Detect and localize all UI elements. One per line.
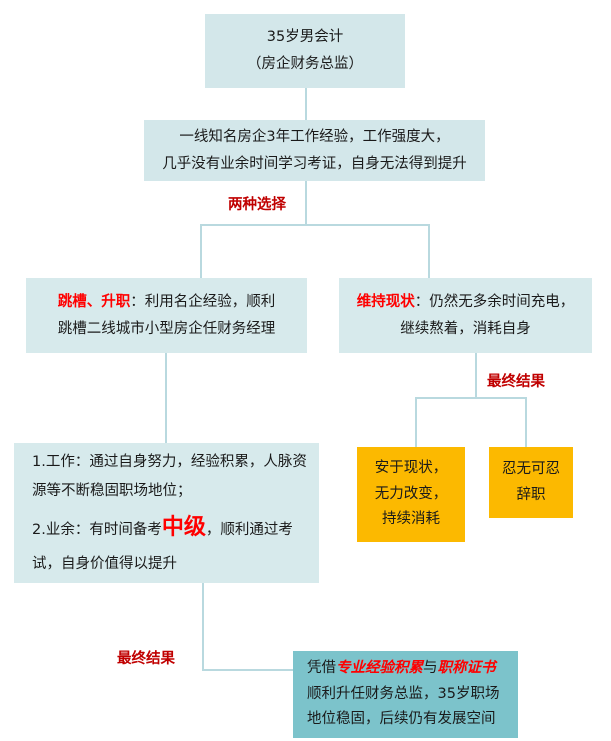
situation-line-2: 几乎没有业余时间学习考证，自身无法得到提升 (162, 155, 467, 172)
situation-box: 一线知名房企3年工作经验，工作强度大， 几乎没有业余时间学习考证，自身无法得到提… (144, 120, 485, 181)
label-two-choices: 两种选择 (228, 197, 286, 213)
outcome-2-line-2: 辞职 (516, 486, 546, 503)
choice-left-emphasis: 跳槽、升职 (57, 293, 131, 310)
choice-left-line-2: 跳槽二线城市小型房企任财务经理 (57, 320, 276, 337)
final-line-2: 顺利升任财务总监，35岁职场 (307, 685, 500, 702)
outcome-orange-box-2: 忍无可忍 辞职 (489, 447, 573, 518)
detail-item1-line2: 源等不断稳固职场地位； (32, 482, 192, 499)
connector-outcome-right-down (525, 397, 527, 447)
choice-left-line-1: 跳槽、升职：利用名企经验，顺利 (38, 289, 295, 316)
connector-split-left-down (200, 224, 202, 278)
outcome-1-line-3: 持续消耗 (382, 511, 440, 528)
choice-right-rest: 仍然无多余时间充电， (429, 293, 575, 310)
final-line1-mid: 与 (423, 660, 438, 677)
title-line-2: （房企财务总监） (247, 56, 363, 72)
detail-item2-pre: 2.业余：有时间备考 (32, 521, 162, 538)
connector-title-to-situation (305, 88, 307, 120)
title-line-1: 35岁男会计 (266, 29, 344, 46)
label-final-result-left: 最终结果 (117, 651, 175, 667)
final-line1-emphasis-1: 专业经验积累 (336, 660, 423, 677)
connector-outcome-split-horizontal (415, 397, 526, 399)
final-result-box: 凭借专业经验积累与职称证书 顺利升任财务总监，35岁职场 地位稳固，后续仍有发展… (293, 651, 518, 738)
connector-detail-to-final (202, 669, 294, 671)
choice-left-rest: 利用名企经验，顺利 (144, 293, 276, 310)
label-final-result-right: 最终结果 (487, 374, 545, 390)
detail-item2-emphasis: 中级 (161, 514, 206, 540)
detail-item2-line1: 2.业余：有时间备考中级，顺利通过考 (32, 506, 307, 550)
connector-choice-left-to-detail (165, 353, 167, 443)
final-line1-emphasis-2: 职称证书 (437, 660, 496, 677)
connector-detail-down (202, 583, 204, 670)
situation-line-1: 一线知名房企3年工作经验，工作强度大， (179, 128, 450, 145)
choice-right-emphasis: 维持现状 (356, 293, 415, 310)
choice-right-box: 维持现状：仍然无多余时间充电， 继续熬着，消耗自身 (339, 278, 592, 353)
outcome-1-line-1: 安于现状， (374, 460, 448, 477)
detail-item2-post: ，顺利通过考 (205, 521, 293, 538)
choice-left-box: 跳槽、升职：利用名企经验，顺利 跳槽二线城市小型房企任财务经理 (26, 278, 307, 353)
final-line-1: 凭借专业经验积累与职称证书 (307, 656, 506, 681)
connector-situation-down (305, 181, 307, 225)
choice-right-line-1: 维持现状：仍然无多余时间充电， (351, 289, 580, 316)
detail-box: 1.工作：通过自身努力，经验积累，人脉资 源等不断稳固职场地位； 2.业余：有时… (14, 443, 319, 583)
connector-split-right-down (428, 224, 430, 278)
outcome-2-line-1: 忍无可忍 (502, 461, 560, 478)
choice-right-line-2: 继续熬着，消耗自身 (400, 320, 531, 337)
detail-item1-line1: 1.工作：通过自身努力，经验积累，人脉资 (32, 453, 307, 470)
final-line-3: 地位稳固，后续仍有发展空间 (307, 711, 496, 728)
choice-left-colon: ： (130, 293, 145, 310)
title-box: 35岁男会计 （房企财务总监） (205, 14, 405, 88)
outcome-1-line-2: 无力改变， (374, 485, 448, 502)
connector-split-horizontal (200, 224, 429, 226)
outcome-orange-box-1: 安于现状， 无力改变， 持续消耗 (357, 447, 465, 542)
detail-item2-line2: 试，自身价值得以提升 (32, 555, 177, 572)
connector-outcome-left-down (415, 397, 417, 447)
connector-choice-right-down (475, 353, 477, 398)
choice-right-colon: ： (414, 293, 430, 310)
final-line1-pre: 凭借 (307, 660, 336, 677)
